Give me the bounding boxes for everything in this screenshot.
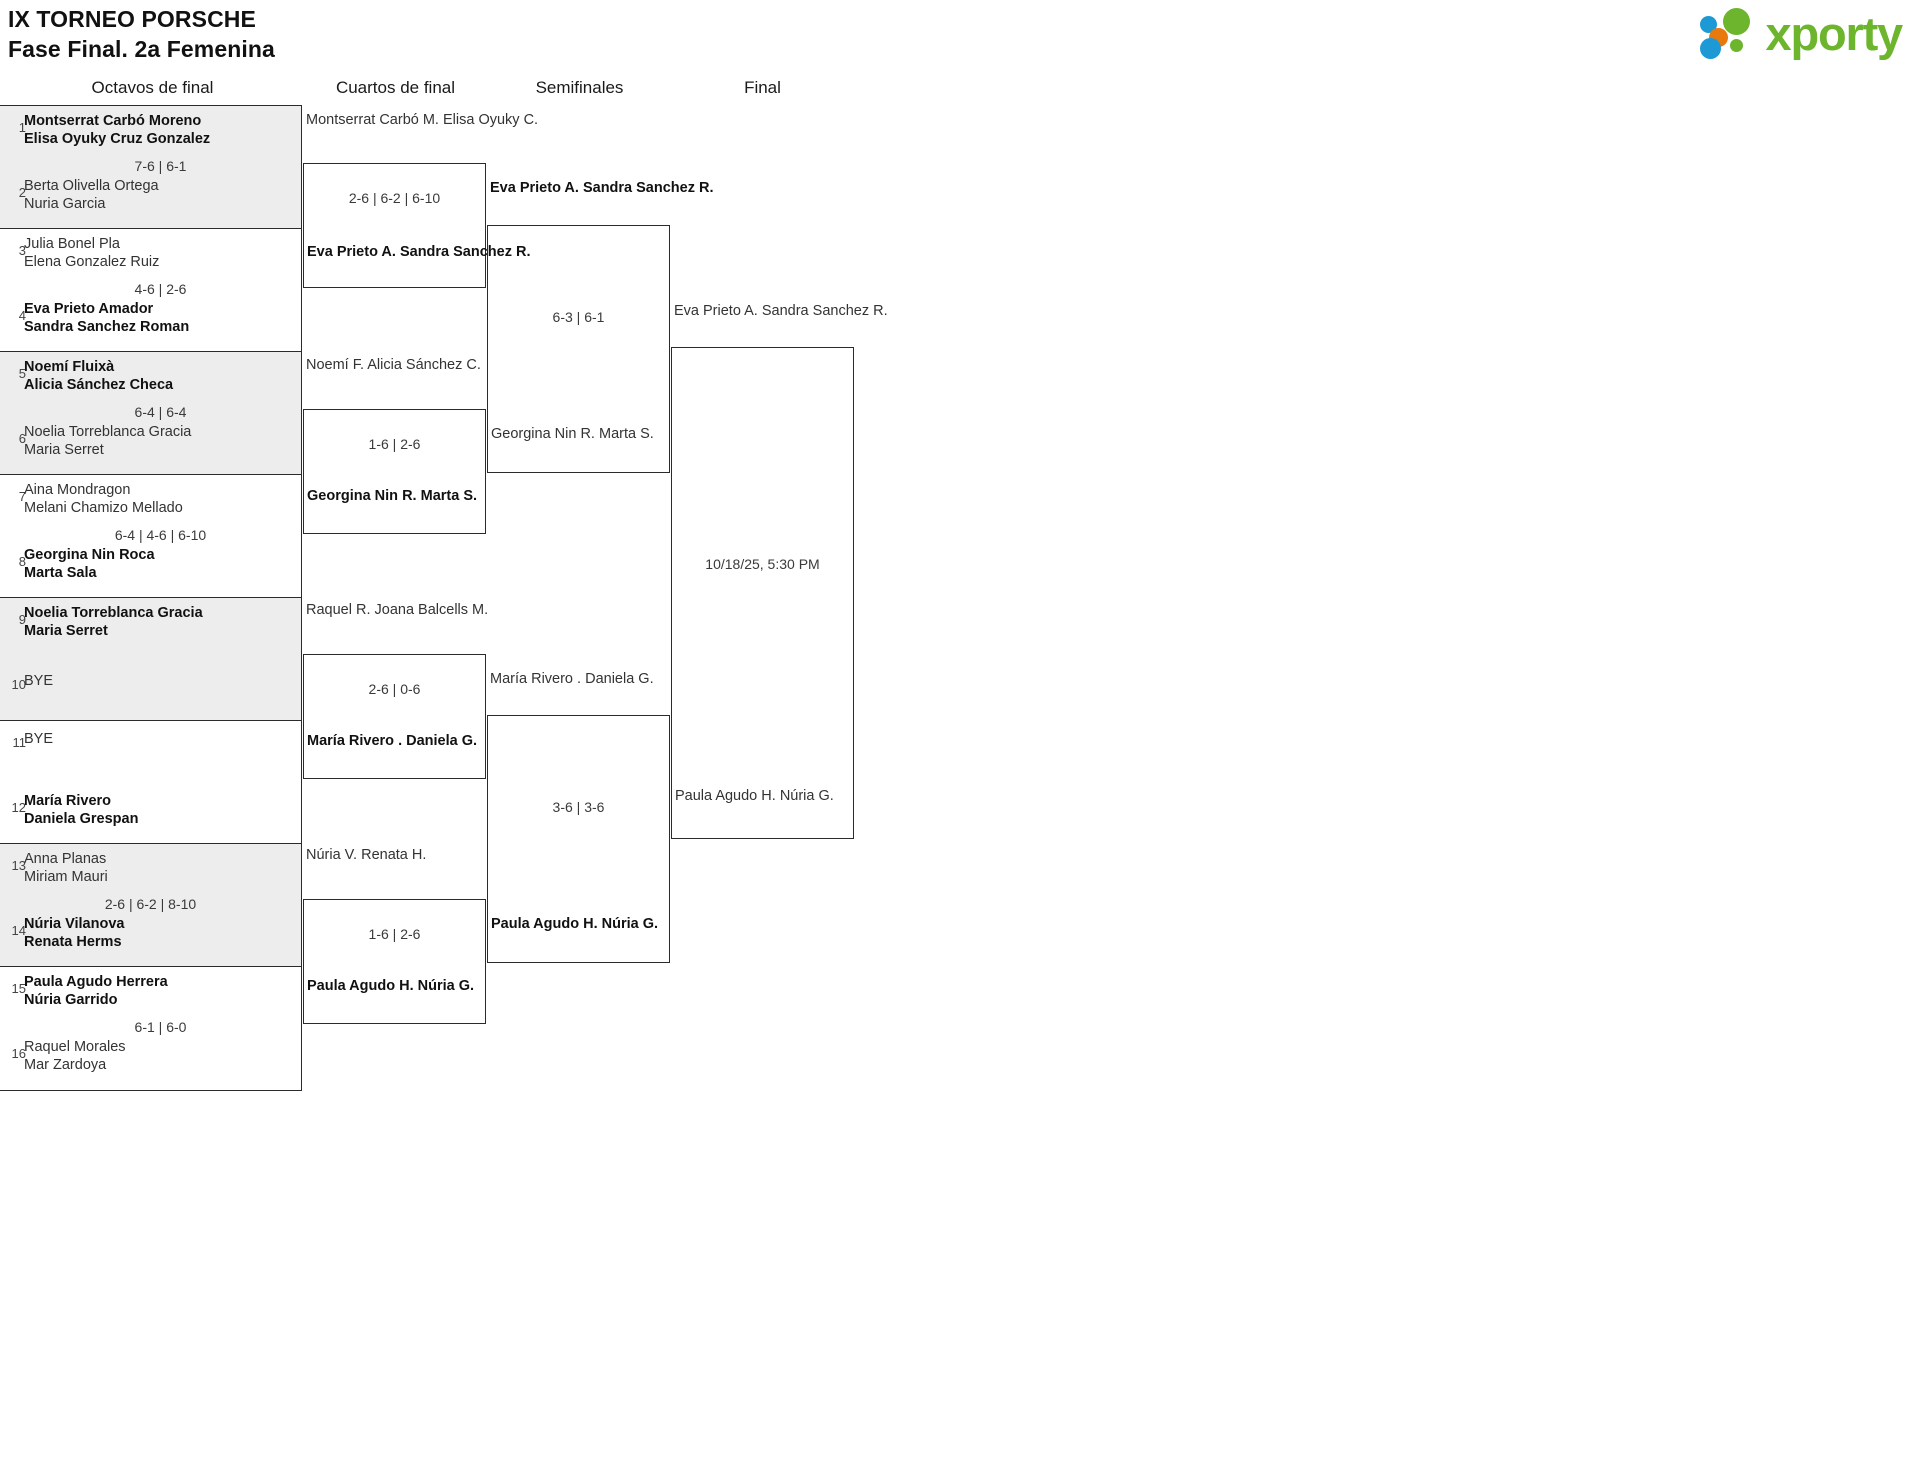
round-heading-cuartos: Cuartos de final — [335, 78, 456, 97]
bye-label: BYE — [24, 673, 54, 689]
team-top: Paula Agudo Herrera Núria Garrido — [24, 974, 168, 1008]
match-score: 2-6 | 6-2 | 8-10 — [104, 896, 197, 912]
r4-match-1-team-bottom: Paula Agudo H. Núria G. — [675, 788, 834, 804]
r2-match-4-team-top: Núria V. Renata H. — [306, 847, 427, 863]
r1-match-6[interactable]: 11 BYE 12 María Rivero Daniela Grespan — [0, 721, 301, 844]
seed-number: 6 — [18, 431, 26, 446]
match-score: 7-6 | 6-1 — [134, 158, 187, 174]
seed-number: 16 — [11, 1046, 26, 1061]
seed-number: 11 — [12, 735, 27, 750]
r1-match-2[interactable]: 3 Julia Bonel Pla Elena Gonzalez Ruiz 4-… — [0, 229, 301, 352]
tournament-phase: Fase Final. 2a Femenina — [8, 36, 275, 62]
seed-number: 15 — [11, 981, 26, 996]
match-score: 3-6 | 3-6 — [552, 799, 605, 815]
r2-match-2-team-top: Noemí F. Alicia Sánchez C. — [306, 357, 481, 373]
r3-match-2[interactable]: 3-6 | 3-6 Paula Agudo H. Núria G. — [487, 715, 670, 963]
match-score: 6-4 | 4-6 | 6-10 — [114, 527, 207, 543]
seed-number: 7 — [18, 489, 26, 504]
r2-match-1-team-top: Montserrat Carbó M. Elisa Oyuky C. — [306, 112, 539, 128]
match-score: 6-4 | 6-4 — [134, 404, 187, 420]
r1-match-4[interactable]: 7 Aina Mondragon Melani Chamizo Mellado … — [0, 475, 301, 598]
seed-number: 9 — [18, 612, 26, 627]
round-heading-semifinales: Semifinales — [535, 78, 624, 97]
r4-match-1-team-top: Eva Prieto A. Sandra Sanchez R. — [674, 303, 888, 319]
r3-match-2-team-top: María Rivero . Daniela G. — [490, 671, 654, 687]
round-heading-octavos: Octavos de final — [91, 78, 214, 97]
tournament-name: IX TORNEO PORSCHE — [8, 6, 256, 32]
seed-number: 13 — [11, 858, 26, 873]
logo-dots-icon — [1699, 8, 1762, 59]
match-score: 1-6 | 2-6 — [368, 926, 421, 942]
team-top: Julia Bonel Pla Elena Gonzalez Ruiz — [24, 236, 160, 270]
seed-number: 4 — [18, 308, 26, 323]
seed-number: 1 — [18, 120, 26, 135]
match-score: 2-6 | 6-2 | 6-10 — [348, 190, 441, 206]
r4-match-1[interactable]: 10/18/25, 5:30 PM Paula Agudo H. Núria G… — [671, 347, 854, 839]
match-datetime: 10/18/25, 5:30 PM — [705, 556, 820, 572]
r3-match-1[interactable]: 6-3 | 6-1 Georgina Nin R. Marta S. — [487, 225, 670, 473]
match-score: 6-1 | 6-0 — [134, 1019, 187, 1035]
team-bottom: Núria Vilanova Renata Herms — [24, 916, 125, 950]
r2-match-4[interactable]: 1-6 | 2-6 Paula Agudo H. Núria G. — [303, 899, 486, 1024]
team-top: Noelia Torreblanca Gracia Maria Serret — [24, 605, 203, 639]
team-bottom: Noelia Torreblanca Gracia Maria Serret — [24, 424, 192, 458]
seed-number: 2 — [18, 185, 26, 200]
team-top: Aina Mondragon Melani Chamizo Mellado — [24, 482, 183, 516]
team-top: Noemí Fluixà Alicia Sánchez Checa — [24, 359, 174, 393]
r1-match-8[interactable]: 15 Paula Agudo Herrera Núria Garrido 6-1… — [0, 967, 301, 1090]
team-bottom: Berta Olivella Ortega Nuria Garcia — [24, 178, 159, 212]
r3-match-1-team-bottom: Georgina Nin R. Marta S. — [491, 426, 654, 442]
r1-match-3[interactable]: 5 Noemí Fluixà Alicia Sánchez Checa 6-4 … — [0, 352, 301, 475]
seed-number: 8 — [18, 554, 26, 569]
xporty-logo: xporty — [1699, 6, 1904, 60]
r2-match-2[interactable]: 1-6 | 2-6 Georgina Nin R. Marta S. — [303, 409, 486, 534]
round-octavos: 1 Montserrat Carbó Moreno Elisa Oyuky Cr… — [0, 105, 302, 1091]
seed-number: 12 — [11, 800, 26, 815]
match-score: 2-6 | 0-6 — [368, 681, 421, 697]
seed-number: 5 — [18, 366, 26, 381]
team-bottom: Raquel Morales Mar Zardoya — [24, 1039, 126, 1073]
r2-match-3-team-top: Raquel R. Joana Balcells M. — [306, 602, 489, 618]
match-score: 6-3 | 6-1 — [552, 309, 605, 325]
round-heading-final: Final — [744, 78, 781, 97]
r1-match-1[interactable]: 1 Montserrat Carbó Moreno Elisa Oyuky Cr… — [0, 106, 301, 229]
r2-match-1[interactable]: 2-6 | 6-2 | 6-10 Eva Prieto A. Sandra Sa… — [303, 163, 531, 288]
page-title: IX TORNEO PORSCHE Fase Final. 2a Femenin… — [8, 4, 275, 64]
r3-match-1-team-top: Eva Prieto A. Sandra Sanchez R. — [490, 180, 714, 196]
team-bottom: Georgina Nin Roca Marta Sala — [24, 547, 155, 581]
seed-number: 14 — [11, 923, 26, 938]
r1-match-5[interactable]: 9 Noelia Torreblanca Gracia Maria Serret… — [0, 598, 301, 721]
r2-match-4-team-bottom: Paula Agudo H. Núria G. — [307, 978, 475, 994]
r2-match-1-team-bottom: Eva Prieto A. Sandra Sanchez R. — [307, 244, 531, 260]
seed-number: 10 — [11, 677, 26, 692]
logo-wordmark: xporty — [1765, 6, 1904, 60]
r2-match-3[interactable]: 2-6 | 0-6 María Rivero . Daniela G. — [303, 654, 486, 779]
team-top: Montserrat Carbó Moreno Elisa Oyuky Cruz… — [24, 113, 211, 147]
r2-match-2-team-bottom: Georgina Nin R. Marta S. — [307, 488, 478, 504]
bye-label: BYE — [24, 731, 54, 747]
r1-match-7[interactable]: 13 Anna Planas Miriam Mauri 2-6 | 6-2 | … — [0, 844, 301, 967]
team-bottom: Eva Prieto Amador Sandra Sanchez Roman — [24, 301, 190, 335]
seed-number: 3 — [18, 243, 26, 258]
match-score: 4-6 | 2-6 — [134, 281, 187, 297]
r3-match-2-team-bottom: Paula Agudo H. Núria G. — [491, 916, 659, 932]
team-top: Anna Planas Miriam Mauri — [24, 851, 108, 885]
team-bottom: María Rivero Daniela Grespan — [24, 793, 139, 827]
r2-match-3-team-bottom: María Rivero . Daniela G. — [307, 733, 478, 749]
match-score: 1-6 | 2-6 — [368, 436, 421, 452]
